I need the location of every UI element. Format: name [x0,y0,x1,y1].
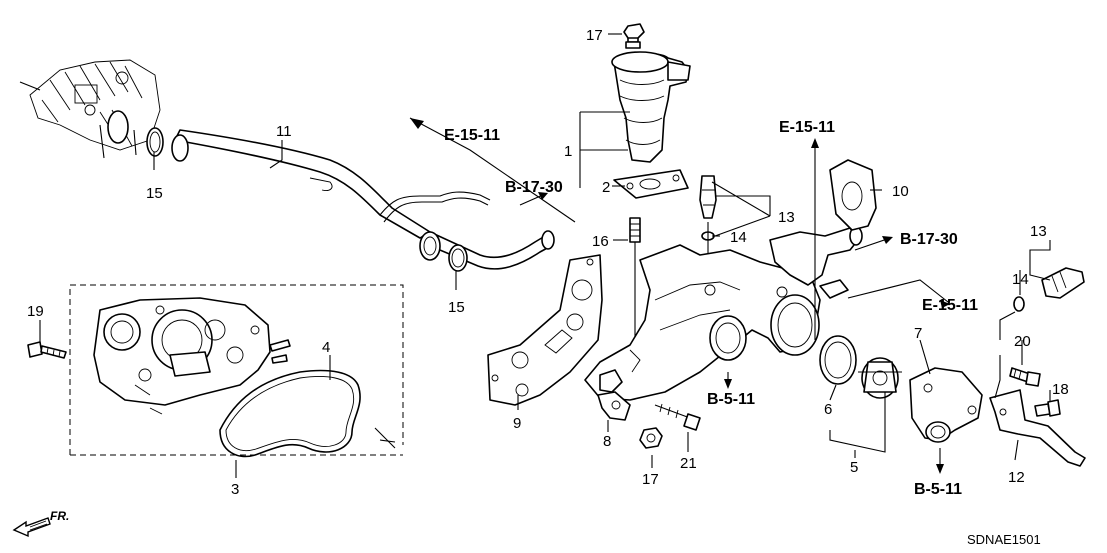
callout-20: 20 [1014,333,1031,350]
callout-7: 7 [914,325,922,342]
flange-gasket [829,159,877,231]
callout-9: 9 [513,415,521,432]
callout-13-center: 13 [778,209,795,226]
front-label: FR. [50,509,69,523]
engine-block-fragment [19,59,161,159]
egr-gasket [613,169,689,199]
leader-lines [39,33,1051,478]
ref-e-15-11-right: E-15-11 [922,297,978,314]
callout-12: 12 [1008,469,1025,486]
ref-b-5-11-right: B-5-11 [914,481,962,498]
bolt-21 [654,403,701,431]
egr-valve [611,29,691,163]
callout-21: 21 [680,455,697,472]
o-ring-middle [448,244,468,272]
callout-17-lower: 17 [642,471,659,488]
callout-11: 11 [276,123,292,140]
water-pump-assembly-box [69,284,404,456]
water-passage-housing [584,226,863,401]
stud-16 [629,217,641,345]
diagram-code: SDNAE1501 [967,532,1041,547]
callout-1: 1 [564,143,572,160]
callout-2: 2 [602,179,610,196]
water-pump [93,297,291,415]
nut-17-top [623,23,645,39]
ref-b-5-11-center: B-5-11 [707,391,755,408]
callout-10: 10 [892,183,909,200]
water-pipe [171,129,555,270]
ref-e-15-11-top: E-15-11 [779,119,835,136]
callout-6: 6 [824,401,832,418]
callout-15-middle: 15 [448,299,465,316]
front-direction-marker: FR. [12,509,69,538]
o-ring-upper [146,127,164,157]
bolt-19 [27,341,67,359]
nut-17-lower [639,427,663,449]
thermostat [858,357,902,399]
bracket-8 [597,391,631,421]
callout-16: 16 [592,233,609,250]
callout-4: 4 [322,339,330,356]
housing-gasket [487,254,603,406]
callout-18: 18 [1052,381,1069,398]
callout-3: 3 [231,481,239,498]
callout-15-upper: 15 [146,185,163,202]
bolt-20 [1009,367,1041,387]
callout-8: 8 [603,433,611,450]
callout-13-right: 13 [1030,223,1047,240]
reference-labels: E-15-11 E-15-11 E-15-11 B-17-30 B-17-30 … [444,119,978,498]
ref-b-17-30-left: B-17-30 [505,179,563,196]
bolt-18 [1034,399,1061,417]
front-arrow-icon [12,517,51,538]
callout-17-top: 17 [586,27,603,44]
thermostat-cover [909,367,983,443]
bracket-12 [989,389,1086,467]
reference-arrowheads [410,118,950,474]
water-pump-gasket [219,369,361,458]
temp-sensor-right [1013,267,1085,312]
callout-14-right: 14 [1012,271,1029,288]
ref-e-15-11-left: E-15-11 [444,127,500,144]
callout-numbers: 1 2 3 4 5 6 7 8 9 10 11 12 13 13 14 14 1… [27,27,1069,498]
callout-19: 19 [27,303,44,320]
callout-5: 5 [850,459,858,476]
callout-14-center: 14 [730,229,747,246]
ref-b-17-30-right: B-17-30 [900,231,958,248]
thermostat-seal [819,335,857,385]
